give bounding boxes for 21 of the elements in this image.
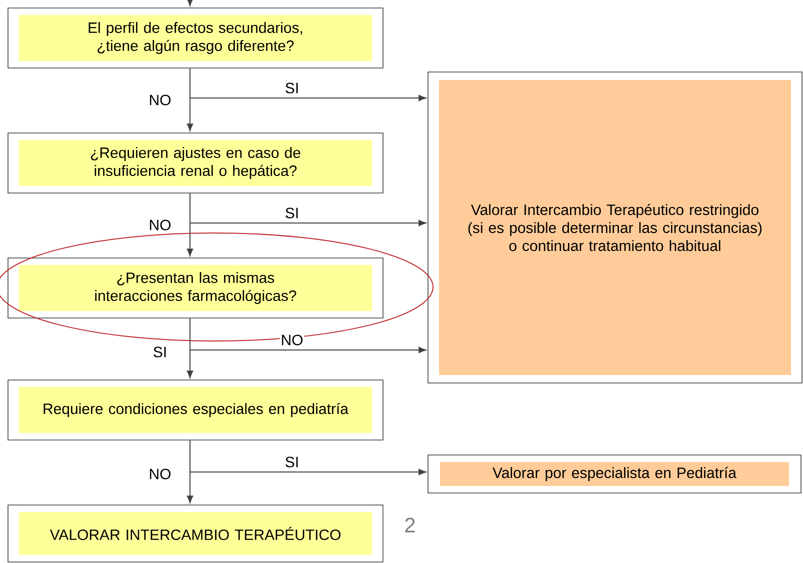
process-box: ¿Requieren ajustes en caso de insuficiencia renal o hepática?	[8, 132, 384, 194]
edge-label: NO	[148, 218, 172, 232]
edge-label: SI	[284, 456, 300, 468]
edge-label: SI	[152, 346, 168, 358]
edge-label: NO	[148, 94, 172, 106]
arrow	[190, 440, 426, 476]
edge-label: SI	[284, 82, 300, 94]
arrow	[190, 192, 426, 226]
process-box: Requiere condiciones especiales en pediatría	[8, 380, 384, 440]
arrow	[186, 0, 194, 6]
page-number: 2	[405, 518, 415, 532]
arrow	[190, 318, 426, 354]
arrow	[190, 68, 426, 102]
edge-label: NO	[148, 468, 172, 480]
process-box: VALORAR INTERCAMBIO TERAPÉUTICO	[8, 504, 384, 562]
outcome-box: Valorar por especialista en Pediatría	[428, 454, 802, 494]
process-box: ¿Presentan las mismas interacciones farmacológicas?	[8, 258, 384, 318]
edge-label: NO	[280, 334, 304, 346]
edge-label: SI	[284, 206, 300, 220]
process-box: El perfil de efectos secundarios, ¿tiene algún rasgo diferente?	[8, 8, 384, 68]
outcome-box: Valorar Intercambio Terapéutico restringido (si es posible determinar las circunstancias) o continuar tratamiento habitual	[428, 72, 802, 384]
